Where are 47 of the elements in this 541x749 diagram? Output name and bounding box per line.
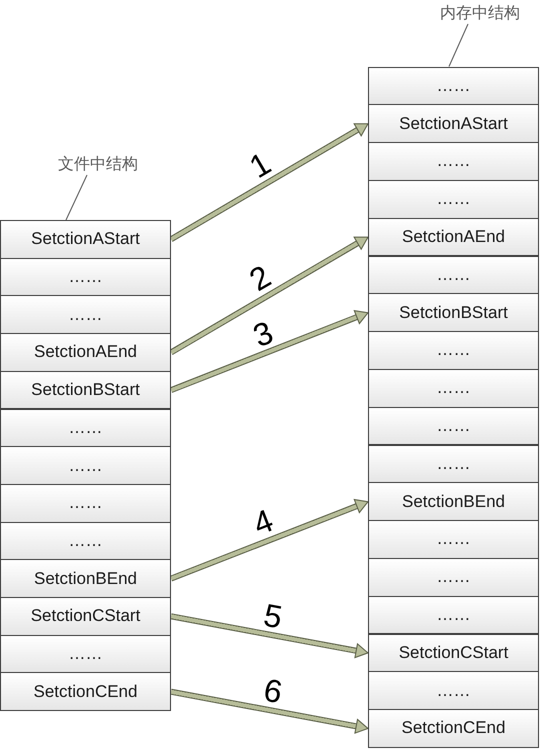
arrow [170,310,370,393]
leader-line [66,174,88,220]
row-box: …… [368,406,539,446]
row-box: …… [368,444,539,484]
row-box: …… [0,258,171,296]
step-number: 6 [261,674,285,709]
row-box: SetctionCEnd [0,672,171,712]
row-box: …… [368,520,539,559]
step-number: 2 [244,260,276,297]
row-box: …… [0,634,171,674]
row-box: …… [368,142,539,181]
arrow [170,498,370,582]
row-box: SetctionAStart [0,220,171,259]
row-box: …… [368,368,539,408]
column-label: 内存中结构 [440,4,520,24]
step-number: 3 [248,316,277,352]
arrow [169,121,370,242]
row-box: SetctionAEnd [0,333,171,372]
row-box: SetctionCStart [368,634,539,672]
row-box: SetctionCStart [0,597,171,636]
row-box: SetctionCEnd [368,709,539,748]
row-box: …… [368,66,539,106]
row-box: …… [0,484,171,523]
row-box: SetctionBEnd [0,559,171,598]
column-label: 文件中结构 [58,155,138,175]
row-box: …… [368,256,539,294]
arrow [170,688,369,734]
step-number: 4 [248,504,277,541]
leader-line [448,24,468,67]
row-box: …… [368,596,539,634]
row-box: …… [0,522,171,560]
row-box: SetctionAStart [368,104,539,144]
row-box: …… [0,408,171,448]
row-box: SetctionBStart [0,370,171,410]
arrow [169,234,370,356]
row-box: …… [368,558,539,597]
row-box: …… [368,671,539,710]
step-number: 5 [261,598,285,634]
row-box: …… [0,446,171,485]
row-box: …… [368,180,539,219]
row-box: …… [368,331,539,370]
row-box: SetctionAEnd [368,218,539,256]
row-box: …… [0,295,171,334]
arrow [170,613,369,658]
row-box: SetctionBEnd [368,482,539,522]
step-number: 1 [244,146,276,184]
row-box: SetctionBStart [368,293,539,332]
